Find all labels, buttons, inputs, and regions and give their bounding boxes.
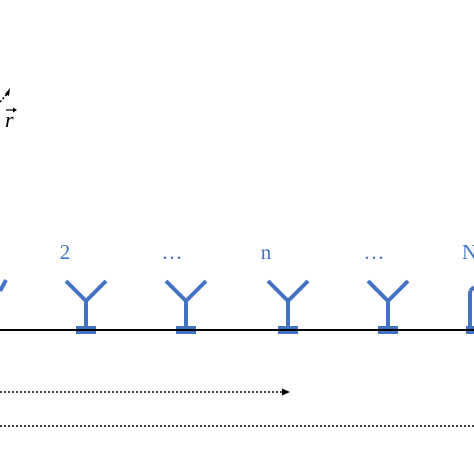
- element-label-2: 2: [60, 240, 71, 264]
- element-label-N: N: [462, 240, 474, 264]
- antenna-element-icon: [164, 279, 208, 334]
- element-labels: 2 … n … N: [60, 240, 474, 264]
- direction-vector-dashes: [0, 93, 8, 103]
- element-label-ellipsis-2: …: [364, 240, 385, 264]
- vector-r-arrow-head: [13, 107, 17, 113]
- direction-vector: r: [0, 88, 17, 132]
- element-label-n: n: [261, 240, 272, 264]
- antenna-element-icon: [466, 285, 474, 334]
- antenna-element-icon: [266, 279, 310, 334]
- vector-r-label: r: [5, 107, 14, 132]
- antenna-elements: [0, 279, 474, 334]
- antenna-element-icon: [0, 279, 8, 292]
- arrow-head-icon: [282, 388, 290, 396]
- element-label-ellipsis-1: …: [162, 240, 183, 264]
- antenna-element-icon: [64, 279, 108, 334]
- antenna-element-icon: [366, 279, 410, 334]
- arrow-head-icon: [5, 88, 10, 96]
- distance-arrows: [0, 388, 474, 427]
